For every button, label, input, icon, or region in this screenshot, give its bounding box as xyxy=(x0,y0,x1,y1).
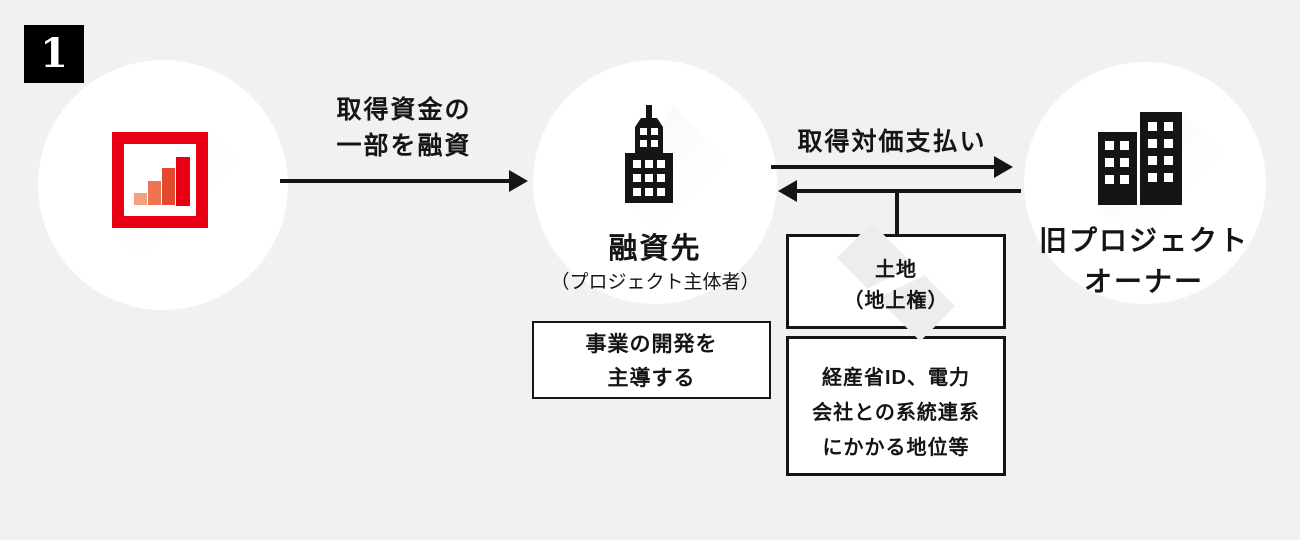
land-asset-line1: 土地 xyxy=(875,259,917,281)
lender-subtitle: （プロジェクト主体者） xyxy=(550,272,760,293)
role-note-line1: 事業の開発を xyxy=(585,333,718,356)
twin-buildings-icon xyxy=(1098,112,1182,205)
payment-arrow xyxy=(771,165,995,169)
chart-logo-icon xyxy=(112,132,208,228)
transfer-arrowhead-icon xyxy=(778,180,797,202)
payment-arrowhead-icon xyxy=(994,156,1013,178)
office-building-icon xyxy=(625,105,673,203)
rights-asset-line1: 経産省ID、電力 xyxy=(822,367,970,389)
logo-bar-3 xyxy=(162,168,175,205)
role-note-box: 事業の開発を 主導する xyxy=(532,321,771,399)
payment-arrow-label: 取得対価支払い xyxy=(797,128,987,156)
land-asset-box: 土地 （地上権） xyxy=(786,222,1006,341)
step-number-badge: 1 xyxy=(24,25,84,83)
former-owner-title-line1: 旧プロジェクト xyxy=(1038,225,1249,256)
transfer-connector-line xyxy=(895,191,899,235)
former-owner-title-line2: オーナー xyxy=(1083,266,1204,297)
rights-asset-line3: にかかる地位等 xyxy=(822,437,970,459)
rights-asset-line2: 会社との系統連系 xyxy=(812,402,980,424)
transfer-arrow xyxy=(796,189,1021,193)
role-note-line2: 主導する xyxy=(607,367,696,390)
lender-circle xyxy=(533,60,777,304)
step-number: 1 xyxy=(40,30,68,77)
loan-arrow-label-line2: 一部を融資 xyxy=(336,132,472,160)
land-asset-line2: （地上権） xyxy=(843,290,949,312)
loan-arrowhead-icon xyxy=(509,170,528,192)
lender-title: 融資先 xyxy=(608,233,702,265)
logo-bar-4 xyxy=(176,157,190,206)
logo-bar-1 xyxy=(134,193,147,205)
logo-bar-2 xyxy=(148,181,161,205)
loan-arrow-label-line1: 取得資金の xyxy=(336,96,472,124)
rights-asset-box: 経産省ID、電力 会社との系統連系 にかかる地位等 xyxy=(786,336,1006,476)
loan-arrow-label: 取得資金の 一部を融資 xyxy=(254,92,554,164)
loan-arrow xyxy=(280,179,510,183)
former-owner-title: 旧プロジェクト オーナー xyxy=(1019,220,1269,302)
